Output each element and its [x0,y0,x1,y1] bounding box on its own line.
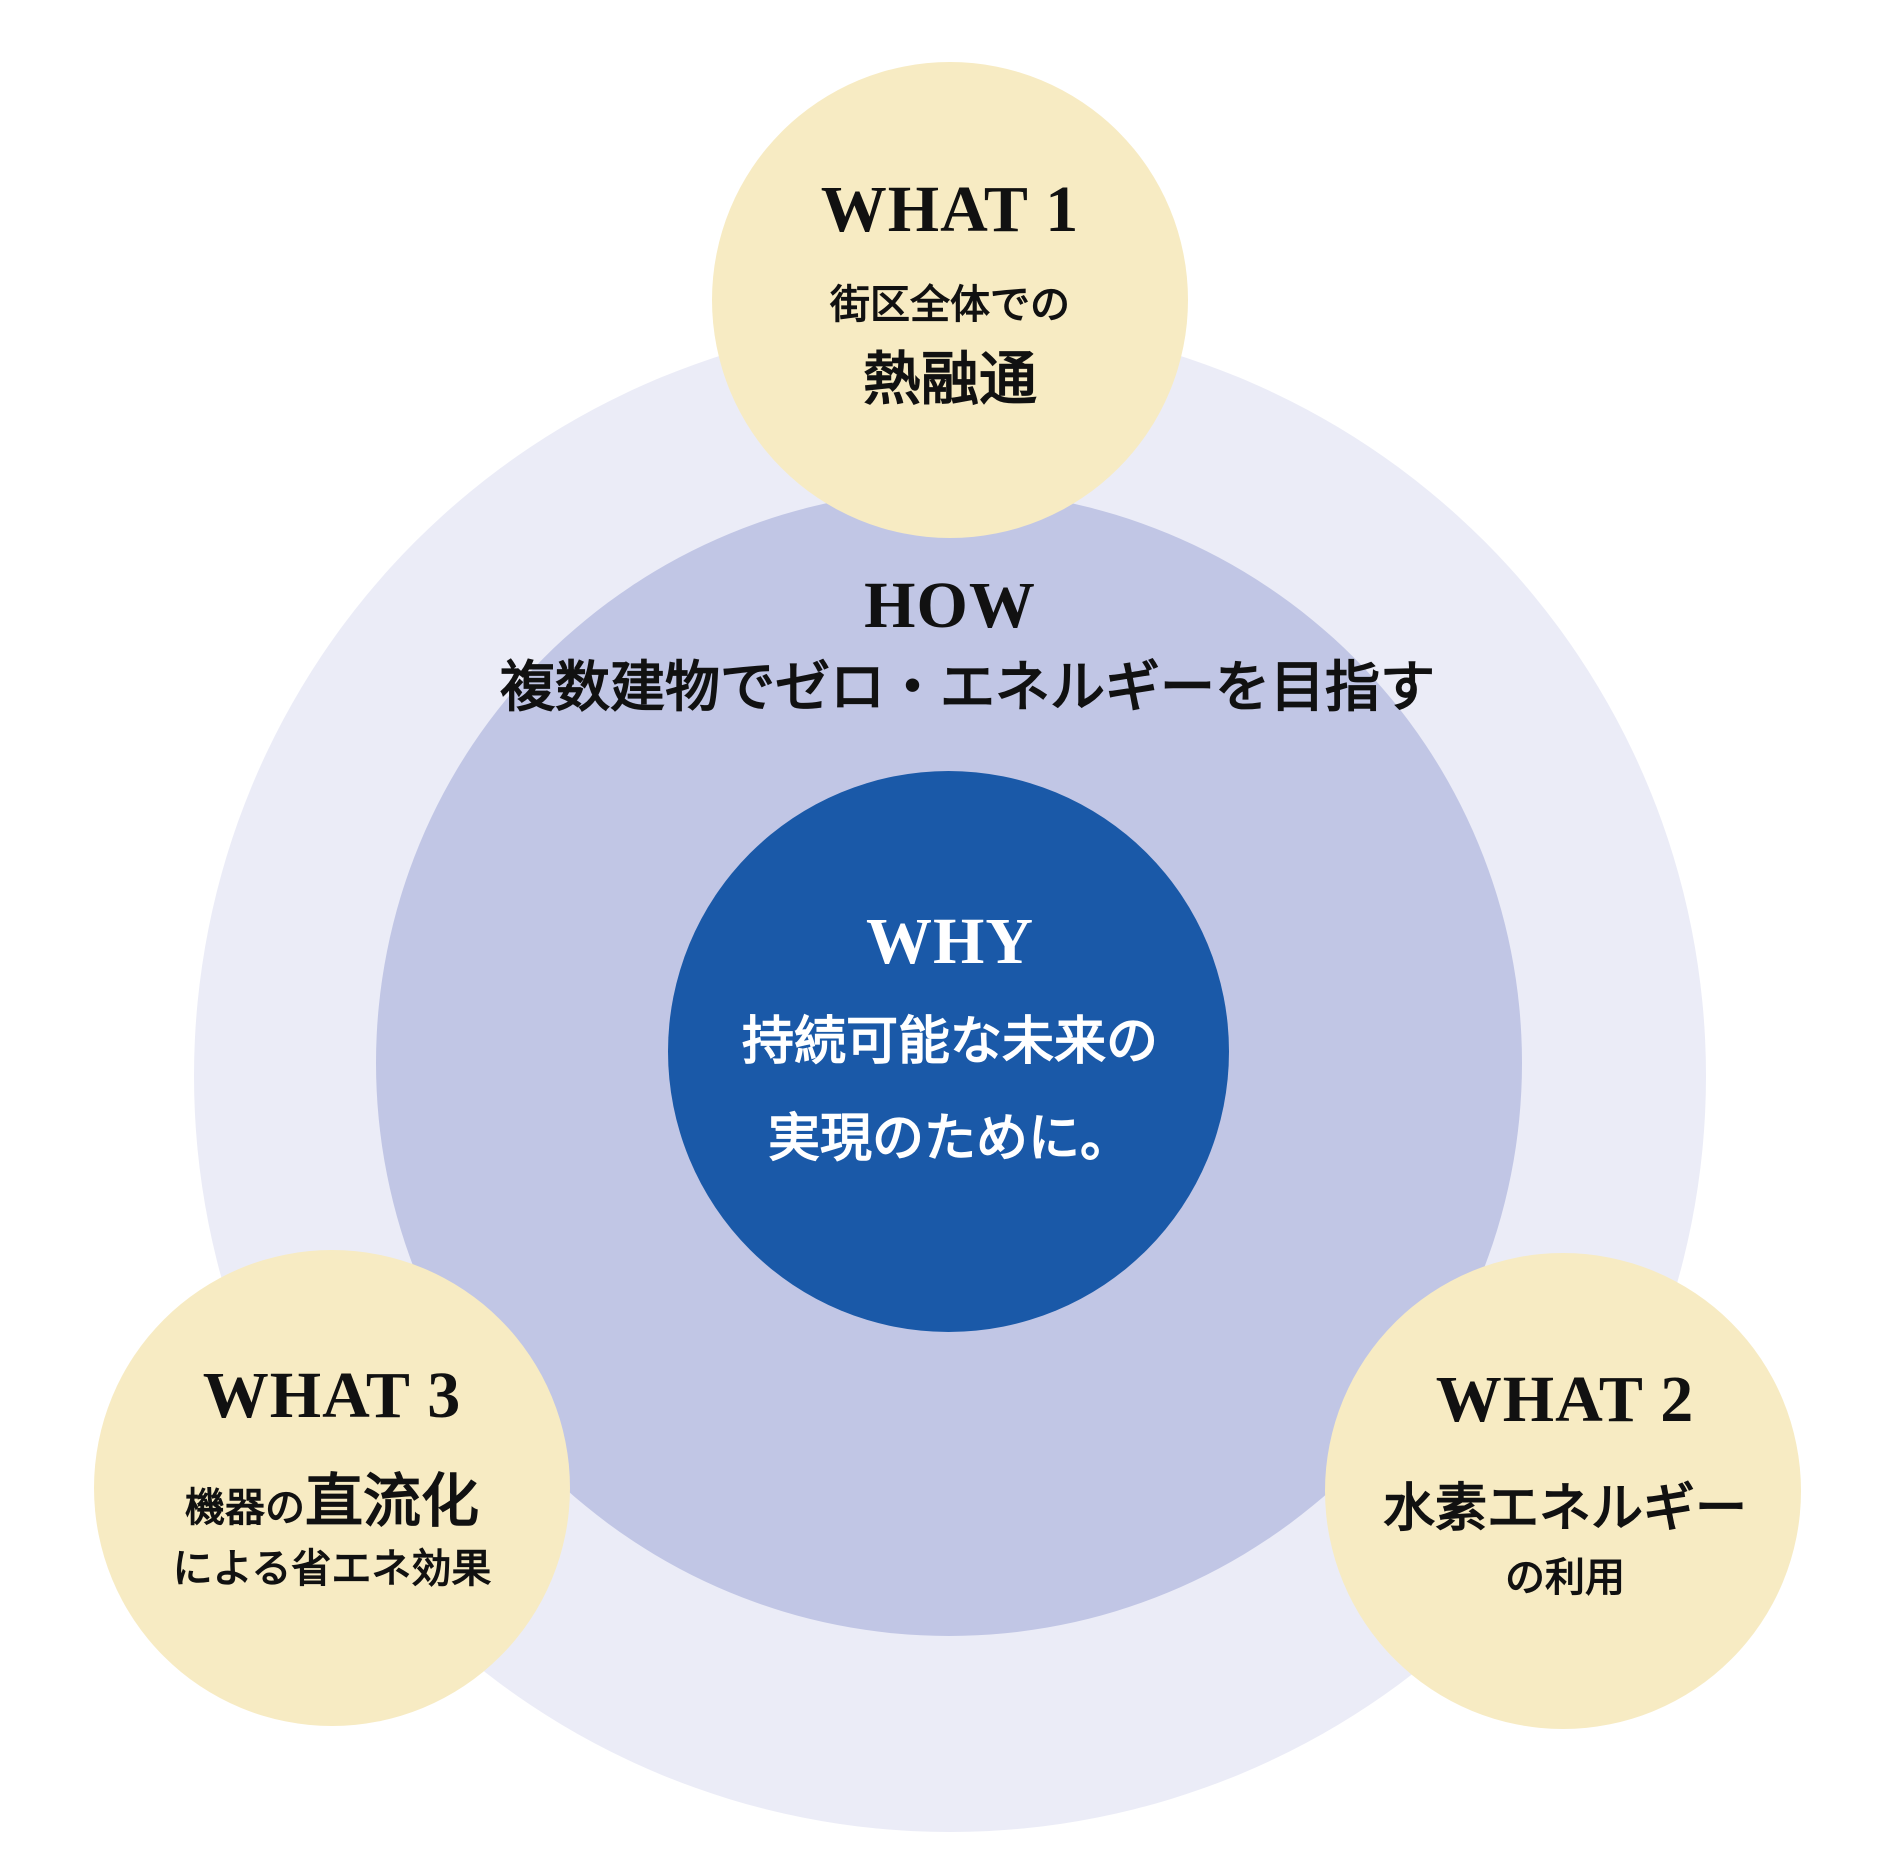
why-heading: WHY [866,905,1034,978]
how-heading: HOW [864,569,1036,642]
why-line1: 持続可能な未来の [741,1012,1158,1072]
what1-line2: 熱融通 [862,345,1037,413]
what2-line2: の利用 [1505,1555,1625,1601]
what2-heading: WHAT 2 [1435,1363,1695,1436]
what3-line1-large: 直流化 [304,1467,479,1535]
what3-line2: による省エネ効果 [172,1546,492,1592]
what3-line1-small: 機器の [184,1485,305,1531]
what2-line1: 水素エネルギー [1382,1479,1747,1539]
what3-heading: WHAT 3 [202,1359,462,1432]
what1-heading: WHAT 1 [820,173,1080,246]
what2-bubble [1325,1253,1801,1729]
what3-bubble [94,1250,570,1726]
how-text: 複数建物でゼロ・エネルギーを目指す [500,655,1436,719]
what1-bubble [712,62,1188,538]
what1-line1: 街区全体での [830,282,1070,328]
why-line2: 実現のために。 [767,1109,1132,1169]
what3-line1: 機器の直流化 [0,1466,782,1552]
why-core [668,771,1229,1332]
